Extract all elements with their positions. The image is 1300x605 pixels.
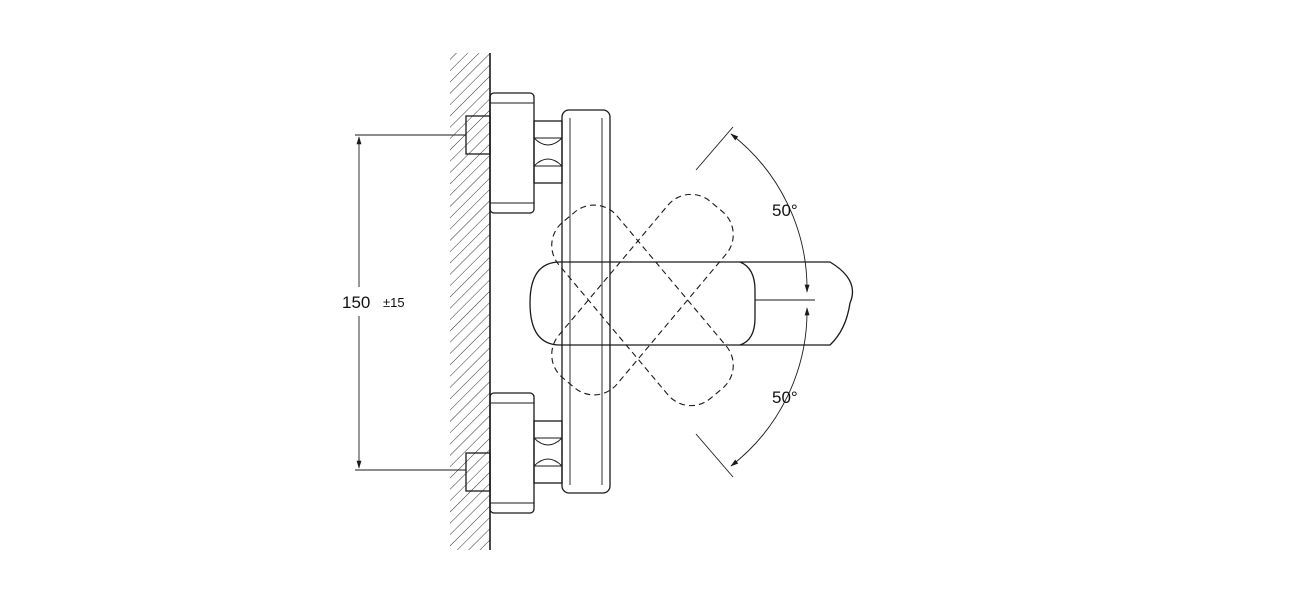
lever-handle-inner-panel: [739, 261, 756, 346]
spacing-value-label: 150: [342, 293, 370, 312]
angle-upper-label: 50°: [772, 201, 798, 220]
lower-wall-flange: [489, 392, 535, 514]
spacing-tolerance-label: ±15: [383, 295, 405, 310]
lever-position-lower-dashed: [551, 204, 734, 407]
angle-dimensions: 50° 50°: [695, 126, 810, 478]
mixer-body: [561, 109, 611, 494]
mixer-body-outline: [561, 109, 611, 494]
upper-hex-curves: [533, 137, 563, 167]
upper-hex-nut: [533, 120, 563, 184]
wall: [450, 53, 491, 550]
angle-arc-lower: [730, 307, 810, 467]
lower-hex-curves: [533, 437, 563, 467]
angle-extension-upper: [695, 126, 734, 171]
lower-hex-nut: [533, 420, 563, 484]
angle-extension-lower: [695, 433, 734, 478]
angle-lower-label: 50°: [772, 388, 798, 407]
lever-handle-outline: [529, 261, 854, 346]
spacing-dimension: 150 ±15: [342, 134, 466, 471]
upper-wall-flange: [489, 92, 535, 214]
lever-position-upper-dashed: [551, 193, 734, 396]
wall-hatching: [450, 53, 490, 550]
angle-arc-upper: [730, 133, 810, 293]
